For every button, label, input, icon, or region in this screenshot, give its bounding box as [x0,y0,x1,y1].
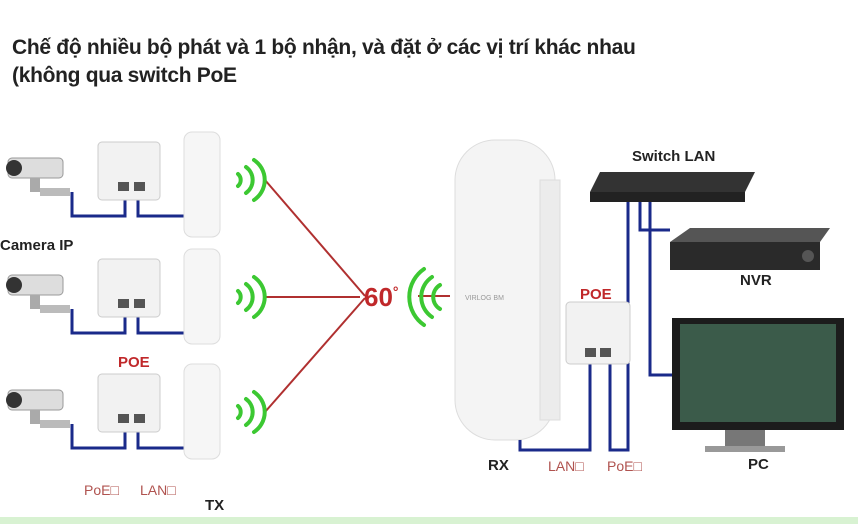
rx-poe-label: PoE□ [607,458,642,474]
antenna-brand: VIRLOG BM [465,295,504,302]
tx-signal-icon [236,390,267,434]
wireless-links [264,179,450,413]
tx-signal-icon [236,158,267,202]
camera-ip-label: Camera IP [0,237,74,254]
camera-ip-icon [6,274,70,313]
pc-label: PC [748,456,769,473]
tx-signal-icon [236,275,267,319]
nvr-label: NVR [740,272,772,289]
tx-poe-injector [97,258,161,318]
tx-row [6,248,267,345]
angle-label: 60° [364,282,399,313]
tx-label: TX [205,497,225,514]
tx-poe-injector [97,141,161,201]
pc-monitor [672,318,844,452]
rx-label: RX [488,457,509,474]
switch-lan-device [590,172,755,202]
rx-antenna: VIRLOG BM [454,139,561,441]
tx-antenna [183,131,221,238]
angle-unit: ° [392,283,399,300]
rx-lan-label: LAN□ [548,458,584,474]
rx-poe-device-label: POE [580,286,612,303]
camera-ip-icon [6,389,70,428]
rx-signal-icon [407,267,442,327]
tx-poe-injector [97,373,161,433]
page-title: Chế độ nhiều bộ phát và 1 bộ nhận, và đặ… [12,34,636,90]
nvr-device [670,228,830,270]
tx-row [6,131,267,238]
switch-lan-label: Switch LAN [632,148,716,165]
rx-poe-injector [565,301,631,365]
title-line-2: (không qua switch PoE [12,64,237,87]
title-line-1: Chế độ nhiều bộ phát và 1 bộ nhận, và đặ… [12,36,636,59]
camera-ip-icon [6,157,70,196]
angle-value: 60 [364,282,393,312]
tx-antenna [183,363,221,460]
lan-port-label: LAN□ [140,482,176,498]
tx-antenna [183,248,221,345]
poe-port-label: PoE□ [84,482,119,498]
tx-poe-label: POE [118,354,150,371]
bottom-strip [0,517,858,524]
tx-row [6,363,267,460]
